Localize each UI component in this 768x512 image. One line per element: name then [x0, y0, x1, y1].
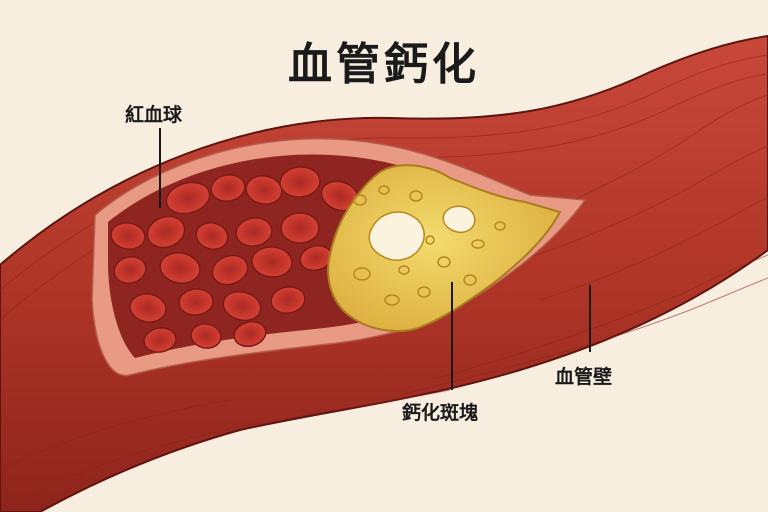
label-red-blood-cells: 紅血球	[125, 100, 182, 127]
red-blood-cell	[281, 213, 319, 243]
page-title: 血管鈣化	[0, 28, 768, 92]
label-vessel-wall: 血管壁	[555, 362, 612, 389]
calcium-deposit-2	[443, 206, 475, 232]
label-calcified-plaque: 鈣化斑塊	[402, 398, 478, 425]
